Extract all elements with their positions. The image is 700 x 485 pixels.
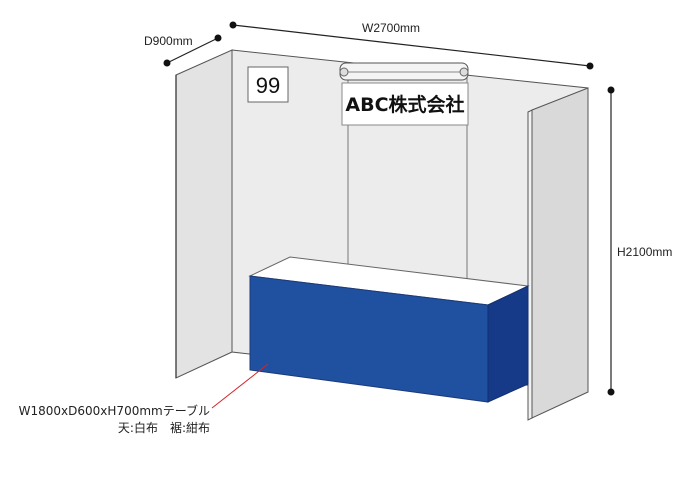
table-note-line1: W1800xD600xH700mmテーブル [19, 403, 210, 418]
company-sign-board [341, 82, 469, 126]
right-side-wall [527, 109, 533, 421]
depth-dimension-line [166, 37, 219, 64]
booth-number: 99 [256, 73, 280, 98]
booth-number-box [247, 66, 289, 103]
light-fixture-cap-right [459, 67, 469, 77]
height-dim-end-bottom [607, 388, 615, 396]
width-label: W2700mm [362, 21, 420, 35]
depth-dim-end-left [163, 59, 171, 67]
left-side-wall [175, 49, 233, 379]
depth-label: D900mm [144, 34, 193, 48]
width-dimension-line [232, 24, 591, 67]
width-dim-end-right [586, 62, 594, 70]
depth-dim-end-right [214, 34, 222, 42]
table-side [487, 285, 529, 403]
width-dim-end-left [229, 21, 237, 29]
light-fixture-cap-left [339, 67, 349, 77]
table-note-line2: 天:白布 裾:紺布 [118, 420, 210, 435]
right-side-wall-inner [531, 87, 589, 419]
table-leader-line [211, 363, 269, 409]
height-dim-end-top [607, 86, 615, 94]
company-sign-text: ABC株式会社 [345, 93, 464, 116]
height-label: H2100mm [617, 245, 672, 259]
